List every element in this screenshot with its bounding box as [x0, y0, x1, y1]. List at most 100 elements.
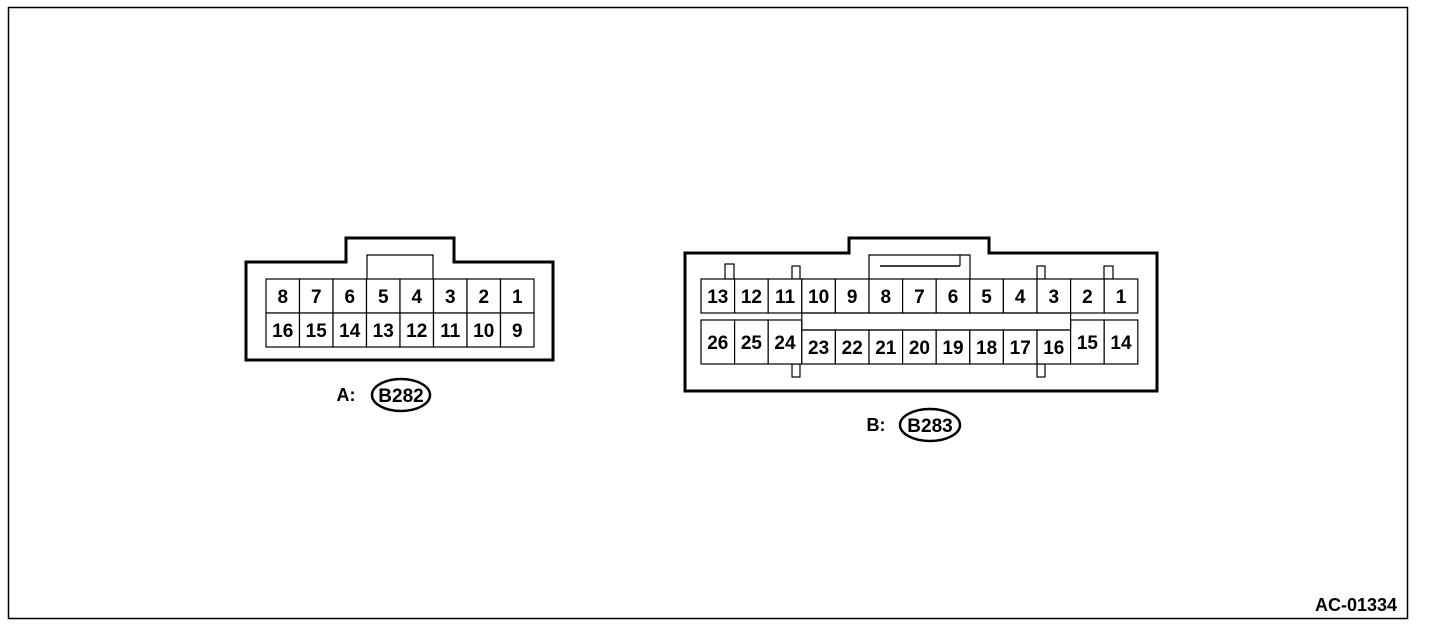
- pin-number: 3: [1049, 287, 1060, 308]
- connector-a-latch: [366, 254, 434, 279]
- pin-number: 25: [741, 333, 763, 354]
- pin-number: 15: [306, 321, 328, 342]
- pin-number: 26: [707, 333, 728, 354]
- pin-cell: 4: [399, 278, 435, 314]
- pin-cell: 12: [733, 278, 769, 314]
- figure-id: AC-01334: [1315, 595, 1397, 615]
- pin-cell: 1: [1103, 278, 1139, 314]
- pin-number: 2: [1082, 287, 1093, 308]
- pin-number: 5: [981, 287, 992, 308]
- pin-cell: 1: [499, 278, 535, 314]
- pin-cell: 18: [969, 329, 1004, 365]
- connector-b-code-oval: [898, 407, 962, 443]
- pin-cell: 23: [801, 329, 836, 365]
- pin-number: 13: [707, 287, 728, 308]
- pin-cell: 25: [733, 319, 769, 365]
- figure-border: [7, 6, 1409, 620]
- pin-cell: 3: [432, 278, 468, 314]
- pin-number: 16: [1043, 338, 1064, 359]
- connector-b-housing: [683, 236, 1159, 393]
- connector-a-code-oval: [370, 377, 432, 413]
- pin-cell: 7: [298, 278, 334, 314]
- connector-b-latch: [868, 254, 971, 279]
- pin-cell: 6: [935, 278, 971, 314]
- pin-number: 14: [339, 321, 361, 342]
- pin-number: 2: [478, 287, 489, 308]
- pin-number: 23: [808, 338, 829, 359]
- pin-number: 24: [774, 333, 796, 354]
- pin-cell: 8: [868, 278, 904, 314]
- pin-cell: 16: [265, 312, 301, 348]
- pin-cell: 10: [801, 278, 836, 314]
- pin-number: 16: [272, 321, 293, 342]
- connector-b-tab: [791, 363, 801, 378]
- pin-number: 14: [1110, 333, 1132, 354]
- connector-b-tab: [791, 265, 801, 280]
- pin-cell: 13: [365, 312, 401, 348]
- pin-cell: 24: [767, 319, 803, 365]
- pin-cell: 7: [901, 278, 937, 314]
- pin-number: 10: [808, 287, 829, 308]
- pin-number: 22: [842, 338, 863, 359]
- pin-number: 18: [976, 338, 997, 359]
- pin-cell: 5: [969, 278, 1004, 314]
- pin-number: 4: [1015, 287, 1026, 308]
- connector-b-code: B283: [907, 416, 952, 437]
- pin-number: 20: [909, 338, 930, 359]
- pin-cell: 4: [1002, 278, 1038, 314]
- pin-row-divider: [801, 312, 1072, 331]
- connector-b-tab: [1036, 363, 1046, 378]
- pin-number: 13: [373, 321, 394, 342]
- pin-number: 5: [378, 287, 389, 308]
- pin-cell: 26: [700, 319, 736, 365]
- pin-cell: 5: [365, 278, 401, 314]
- pin-number: 11: [775, 287, 796, 308]
- pin-cell: 8: [265, 278, 301, 314]
- pin-cell: 15: [1069, 319, 1105, 365]
- pin-number: 1: [512, 287, 523, 308]
- pin-cell: 13: [700, 278, 736, 314]
- pin-number: 1: [1116, 287, 1127, 308]
- pin-number: 9: [847, 287, 858, 308]
- pin-number: 9: [512, 321, 523, 342]
- pin-cell: 11: [432, 312, 468, 348]
- pin-number: 7: [311, 287, 322, 308]
- pin-cell: 6: [332, 278, 368, 314]
- connector-a-housing: [244, 236, 555, 362]
- pin-cell: 14: [1103, 319, 1139, 365]
- pin-cell: 15: [298, 312, 334, 348]
- pin-number: 6: [344, 287, 355, 308]
- connector-a-label: A: B282: [337, 377, 432, 413]
- pin-cell: 3: [1036, 278, 1072, 314]
- pin-number: 17: [1010, 338, 1031, 359]
- connector-b-tab: [1103, 265, 1114, 280]
- connector-b-tab: [724, 263, 735, 280]
- pin-number: 3: [445, 287, 456, 308]
- connector-b-prefix: B:: [867, 415, 886, 435]
- pin-cell: 9: [499, 312, 535, 348]
- pin-number: 15: [1077, 333, 1099, 354]
- pin-cell: 20: [901, 329, 937, 365]
- pin-cell: 2: [1069, 278, 1105, 314]
- pin-cell: 17: [1002, 329, 1038, 365]
- pin-number: 12: [741, 287, 762, 308]
- pin-number: 21: [875, 338, 897, 359]
- pin-cell: 22: [834, 329, 870, 365]
- pin-number: 12: [406, 321, 427, 342]
- pin-cell: 19: [935, 329, 971, 365]
- pin-cell: 16: [1036, 329, 1072, 365]
- connector-a-prefix: A:: [337, 385, 356, 405]
- pin-number: 19: [942, 338, 963, 359]
- pin-cell: 11: [767, 278, 803, 314]
- connector-a-code: B282: [378, 386, 423, 407]
- pin-cell: 10: [466, 312, 502, 348]
- pin-number: 11: [440, 321, 461, 342]
- pin-cell: 21: [868, 329, 904, 365]
- pin-cell: 2: [466, 278, 502, 314]
- pin-cell: 12: [399, 312, 435, 348]
